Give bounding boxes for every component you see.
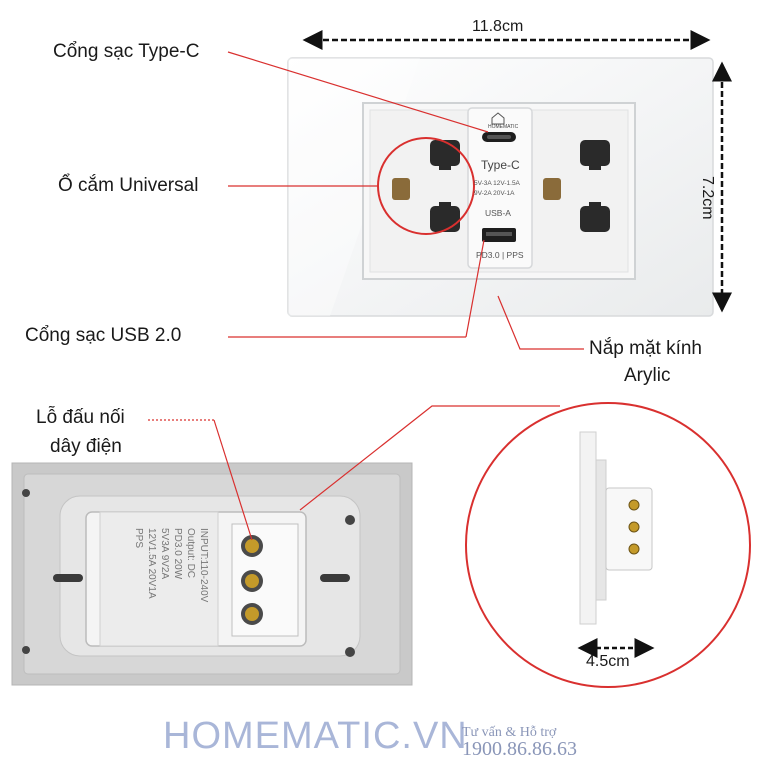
support-phone: 1900.86.86.63 [462,738,577,760]
support-tagline: Tư vấn & Hỗ trợ [462,725,557,740]
usb-module [467,107,533,269]
usb-a-spec: PD3.0 | PPS [476,250,524,260]
module-brand: HOMEMATIC [488,124,519,130]
back-label-line6: PPS [133,528,144,549]
type-c-spec-2: 9V-2A 20V-1A [474,190,515,197]
height-dimension-label: 7.2cm [699,176,716,220]
side-view [465,402,751,688]
back-callout-lines [148,405,560,541]
label-terminal-line1: Lỗ đấu nối [36,407,125,428]
homematic-logo: HOMEMATIC.VN [163,715,468,757]
back-label-line4: 5V3A 9V2A [159,528,170,580]
back-view [11,462,413,686]
label-usb-port: Cổng sạc USB 2.0 [25,325,182,346]
back-label-line1: INPUT:110-240V [198,528,209,603]
label-type-c-port: Cổng sạc Type-C [53,41,200,62]
depth-dimension-label: 4.5cm [586,653,630,670]
back-label-line3: PD3.0 20W [172,528,183,580]
width-dimension-label: 11.8cm [472,18,524,35]
label-terminal-line2: dây điện [50,436,122,457]
front-callout-lines [227,51,584,350]
label-universal-socket: Ổ cắm Universal [58,175,199,196]
type-c-spec-1: 5V-3A 12V-1.5A [474,180,520,187]
right-universal-socket [543,140,610,232]
label-cover-line2: Arylic [624,365,671,386]
back-label-line2: Output: DC [185,528,196,579]
type-c-title: Type-C [481,158,520,172]
back-module-label: INPUT:110-240V Output: DC PD3.0 20W 5V3A… [106,528,210,632]
back-label-line5: 12V1.5A 20V1A [146,528,157,599]
usb-a-title: USB-A [485,208,511,218]
label-cover-line1: Nắp mặt kính [589,338,702,359]
